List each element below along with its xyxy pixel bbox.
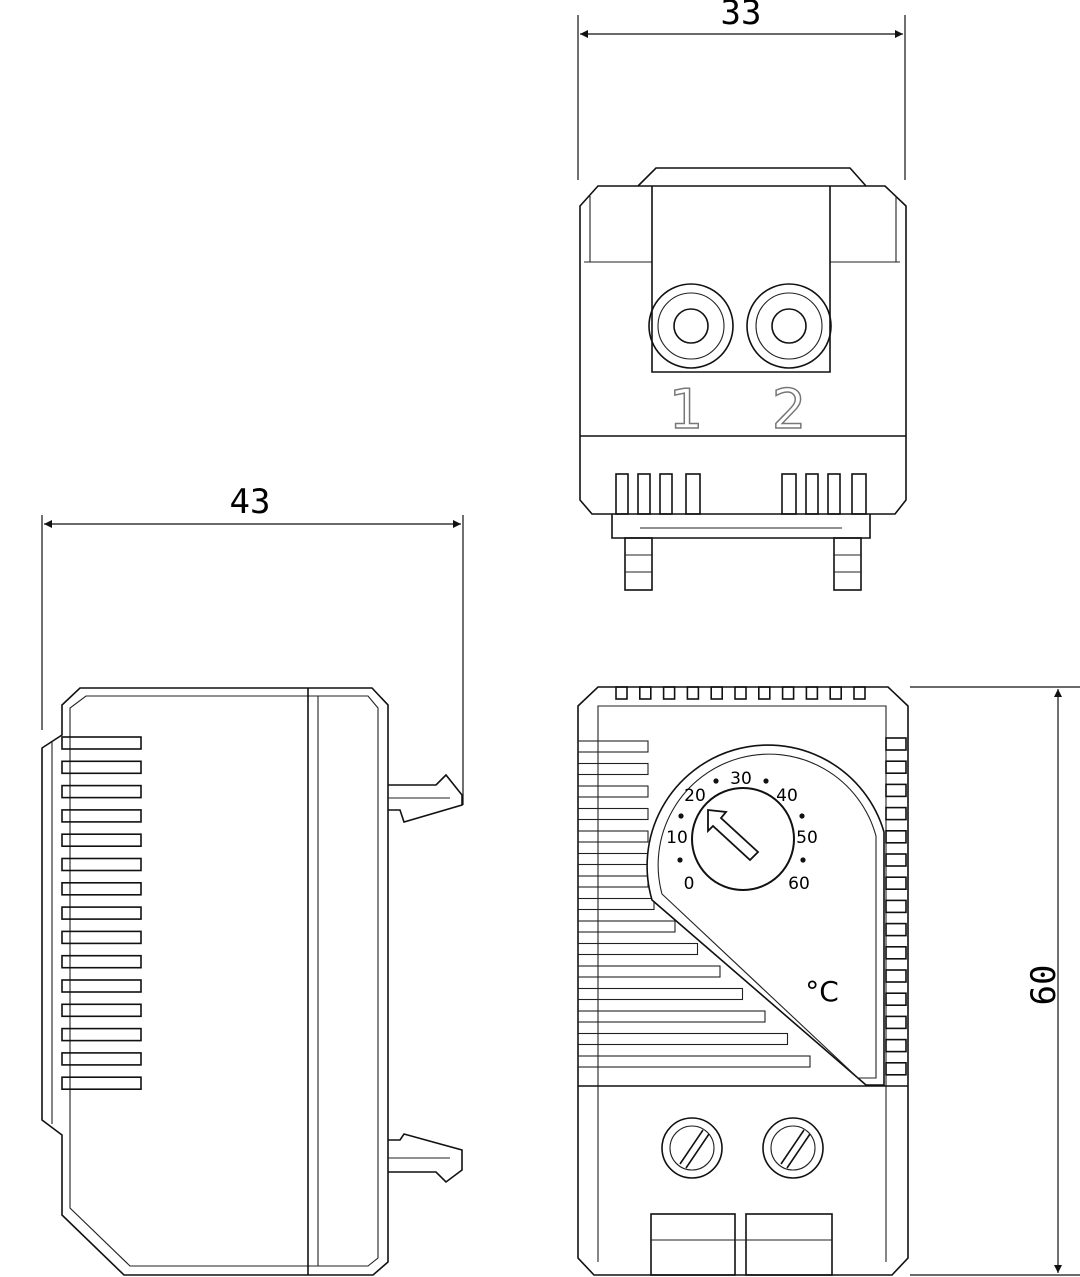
side-vent-slat <box>61 760 142 775</box>
front-left-vent-slat <box>577 987 744 1001</box>
side-vent-slat <box>61 954 142 969</box>
scale-label-20: 20 <box>684 786 706 806</box>
terminal-screw-left[interactable] <box>661 1117 723 1179</box>
front-left-vent-slat <box>577 920 676 933</box>
front-view: 0 10 20 30 40 50 60 °C <box>577 686 909 1276</box>
front-top-vent <box>781 686 795 700</box>
scale-label-10: 10 <box>666 828 688 848</box>
front-left-vent-slat <box>577 740 649 753</box>
top-view: 1 2 <box>579 167 907 591</box>
front-right-vent <box>885 992 907 1007</box>
front-left-vent-slat <box>577 875 649 888</box>
side-vent-slat <box>61 881 142 896</box>
side-vent-slat <box>61 784 142 799</box>
front-left-vent-slat <box>577 785 649 798</box>
scale-label-40: 40 <box>776 786 798 806</box>
dial-scale-labels: 0 10 20 30 40 50 60 <box>666 769 818 894</box>
top-vents-left <box>615 473 701 515</box>
front-left-vent-slat <box>577 1010 766 1023</box>
front-top-vent <box>734 686 747 700</box>
dimension-label-width: 33 <box>721 0 762 33</box>
front-top-vent <box>615 686 628 700</box>
front-right-vent <box>885 806 907 821</box>
side-vent-slat <box>61 1027 142 1042</box>
side-vents <box>61 736 142 1090</box>
side-vent-slat <box>61 833 142 848</box>
front-right-vent <box>885 945 907 960</box>
front-right-vent <box>885 922 907 937</box>
front-right-vent <box>885 829 907 844</box>
scale-label-50: 50 <box>796 828 818 848</box>
front-left-vent-slat <box>577 897 655 911</box>
scale-label-0: 0 <box>684 874 695 894</box>
front-top-vent <box>757 686 771 700</box>
unit-label: °C <box>805 975 839 1008</box>
dimension-label-height: 60 <box>1024 965 1064 1006</box>
side-vent-slat <box>61 1052 142 1066</box>
side-vent-slat <box>61 1003 142 1018</box>
front-right-vent <box>885 1015 907 1030</box>
front-right-vent <box>885 899 907 914</box>
temperature-dial-knob[interactable] <box>691 787 795 891</box>
terminal-2 <box>746 283 832 369</box>
side-vent-slat <box>61 979 142 993</box>
dimension-width-33: 33 <box>577 0 906 180</box>
side-vent-slat <box>61 809 142 823</box>
dimension-label-depth: 43 <box>230 482 271 522</box>
dimension-depth-43: 43 <box>41 482 464 805</box>
front-right-vent <box>885 969 907 983</box>
front-right-vents <box>885 737 907 1076</box>
side-view <box>41 687 463 1276</box>
side-vent-slat <box>61 906 142 920</box>
front-right-vent <box>885 876 907 891</box>
front-left-vent-slat <box>577 1055 811 1068</box>
front-top-vent <box>829 686 843 700</box>
front-right-vent <box>885 783 907 798</box>
terminal-1-label: 1 <box>669 378 703 441</box>
front-top-vent <box>805 686 819 700</box>
front-right-vent <box>885 1038 907 1053</box>
front-left-vent-slat <box>577 965 721 978</box>
front-right-vent <box>885 760 907 775</box>
front-right-vent <box>885 1062 907 1076</box>
din-hook-upper <box>388 773 463 823</box>
front-left-vent-slat <box>577 830 649 843</box>
terminal-2-label: 2 <box>772 378 806 441</box>
front-left-vent-slat <box>577 942 699 956</box>
terminal-1 <box>648 283 734 369</box>
front-top-vent <box>662 686 676 700</box>
dial-scale-dots <box>677 778 806 863</box>
front-right-vent <box>885 853 907 867</box>
side-vent-slat <box>61 857 142 872</box>
front-left-vent-slat <box>577 807 649 821</box>
dimension-height-60: 60 <box>910 686 1080 1276</box>
front-top-vent <box>710 686 724 700</box>
front-top-vent <box>686 686 700 700</box>
side-vent-slat <box>61 736 142 750</box>
din-hook-lower <box>388 1133 463 1184</box>
side-vent-slat <box>61 930 142 945</box>
top-vents-right <box>781 473 867 515</box>
front-left-vents <box>577 740 811 1068</box>
front-right-vent <box>885 737 907 751</box>
mounting-clip-top <box>611 514 871 591</box>
terminal-screw-right[interactable] <box>762 1117 824 1179</box>
cable-entry-openings <box>650 1213 833 1276</box>
scale-label-60: 60 <box>788 874 810 894</box>
front-top-vents <box>615 686 866 700</box>
front-left-vent-slat <box>577 762 649 776</box>
front-left-vent-slat <box>577 1032 789 1046</box>
side-vent-slat <box>61 1076 142 1090</box>
front-top-vent <box>638 686 652 700</box>
scale-label-30: 30 <box>730 769 752 789</box>
front-left-vent-slat <box>577 852 649 866</box>
front-top-vent <box>853 686 866 700</box>
